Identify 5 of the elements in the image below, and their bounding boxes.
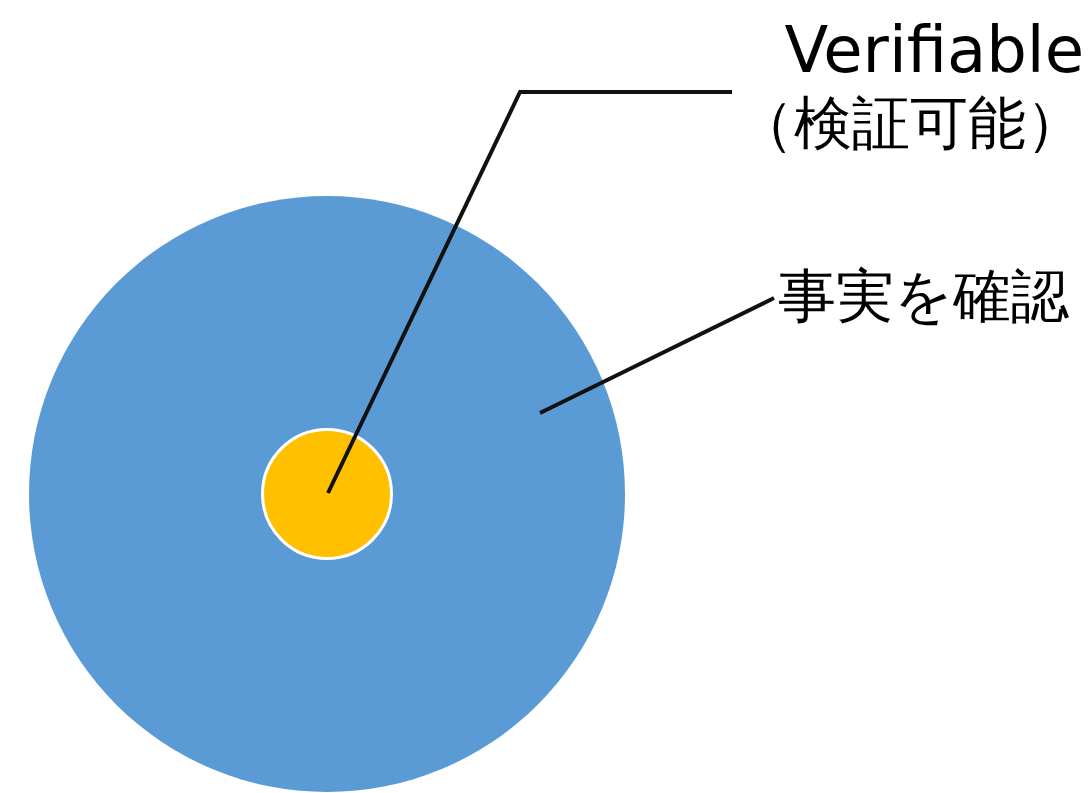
label-text: 事実を確認 bbox=[778, 262, 1069, 332]
label-text: （検証可能） bbox=[736, 88, 1084, 159]
leader-line bbox=[539, 296, 775, 415]
leader-line bbox=[326, 90, 732, 494]
label-text: Verifiable bbox=[784, 12, 1084, 89]
